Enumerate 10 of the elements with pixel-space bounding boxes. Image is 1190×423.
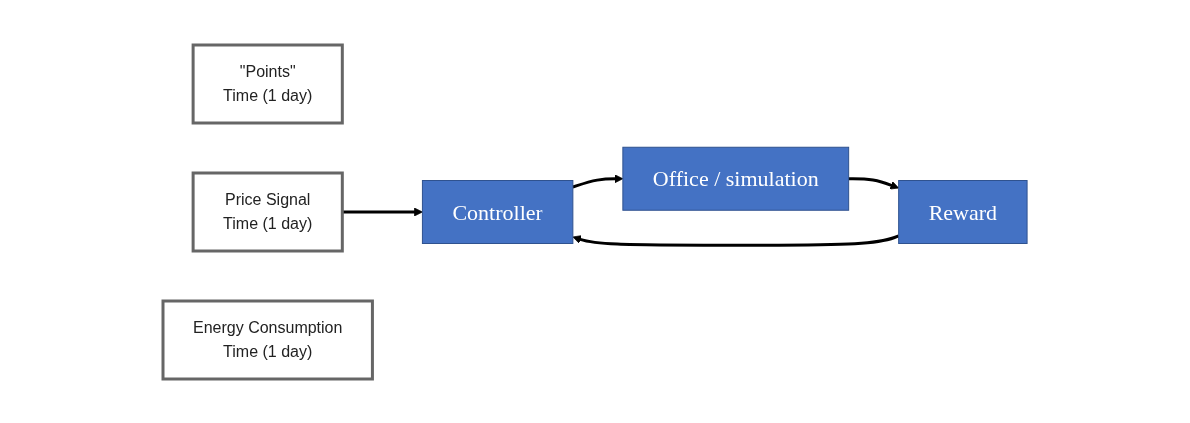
node-box: Price Signal Time (1 day) [191,171,344,252]
node-box: Energy Consumption Time (1 day) [161,299,374,380]
node-box: Office / simulation [622,146,850,211]
arrow [342,207,423,216]
arrow [848,176,899,189]
arrow [572,173,624,188]
node-box: Reward [898,179,1028,244]
node-box: "Points" Time (1 day) [191,43,344,124]
node-box: Controller [421,179,574,244]
arrow [572,234,900,247]
